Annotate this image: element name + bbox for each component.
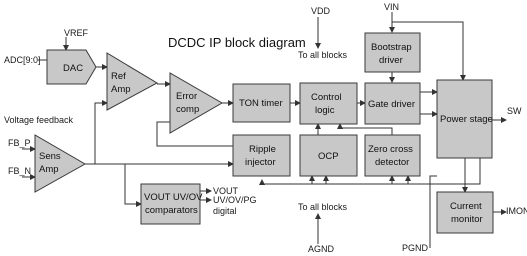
current-monitor-label-2: monitor xyxy=(451,214,483,225)
bootstrap-label-1: Bootstrap xyxy=(371,42,412,53)
current-monitor-label-1: Current xyxy=(450,201,482,212)
ton-timer-block: TON timer xyxy=(232,83,291,123)
control-logic-block: Control logic xyxy=(299,82,358,125)
zero-cross-detector-block: Zero cross detector xyxy=(364,134,421,177)
sens-amp-block: Sens Amp xyxy=(34,134,87,193)
fb-p-label: FB_P xyxy=(8,138,31,148)
uv-ov-pg-label: UV/OV/PG xyxy=(213,195,257,205)
digital-label: digital xyxy=(213,206,237,216)
vin-label: VIN xyxy=(384,2,399,12)
control-logic-label-1: Control xyxy=(311,92,342,103)
sw-label: SW xyxy=(507,106,522,116)
zero-cross-label-2: detector xyxy=(375,157,409,168)
connection-wires xyxy=(22,12,507,248)
ripple-injector-label-2: injector xyxy=(245,157,276,168)
vdd-note: To all blocks xyxy=(298,50,348,60)
ocp-block: OCP xyxy=(299,134,358,177)
power-stage-block: Power stage xyxy=(436,79,493,159)
vout-comparators-block: VOUT UV/OV comparators xyxy=(140,183,203,225)
control-logic-label-2: logic xyxy=(315,105,335,116)
ton-timer-label: TON timer xyxy=(239,98,283,109)
gate-driver-block: Gate driver xyxy=(364,82,421,125)
zero-cross-label-1: Zero cross xyxy=(368,144,413,155)
agnd-label: AGND xyxy=(308,244,335,254)
error-comp-label-2: comp xyxy=(176,104,199,115)
agnd-note: To all blocks xyxy=(298,202,348,212)
current-monitor-block: Current monitor xyxy=(436,191,494,234)
sens-amp-label-2: Amp xyxy=(39,164,59,175)
imon-label: IMON xyxy=(506,206,527,216)
error-comp-block: Error comp xyxy=(169,72,224,134)
ref-amp-label-1: Ref xyxy=(111,71,126,82)
ripple-injector-block: Ripple injector xyxy=(232,134,291,177)
gate-driver-label: Gate driver xyxy=(368,99,415,110)
vout-out-label: VOUT xyxy=(213,186,239,196)
ripple-injector-label-1: Ripple xyxy=(249,144,276,155)
ref-amp-label-2: Amp xyxy=(111,84,131,95)
voltage-feedback-label: Voltage feedback xyxy=(4,115,74,125)
bootstrap-label-2: driver xyxy=(379,55,403,66)
error-comp-label-1: Error xyxy=(176,91,197,102)
fb-n-label: FB_N xyxy=(8,166,31,176)
vdd-label: VDD xyxy=(311,6,331,16)
adc-label: ADC[9:0] xyxy=(4,55,41,65)
sens-amp-label-1: Sens xyxy=(39,151,61,162)
ocp-label: OCP xyxy=(318,151,339,162)
diagram-title: DCDC IP block diagram xyxy=(168,35,306,50)
bootstrap-driver-block: Bootstrap driver xyxy=(364,32,421,73)
vref-label: VREF xyxy=(64,28,89,38)
dac-block: DAC xyxy=(46,49,97,85)
ref-amp-block: Ref Amp xyxy=(106,52,159,111)
vout-comparators-label-2: comparators xyxy=(145,205,198,216)
power-stage-label: Power stage xyxy=(440,114,493,125)
vout-comparators-label-1: VOUT UV/OV xyxy=(144,192,203,203)
dac-label: DAC xyxy=(63,63,83,74)
pgnd-label: PGND xyxy=(402,243,429,253)
